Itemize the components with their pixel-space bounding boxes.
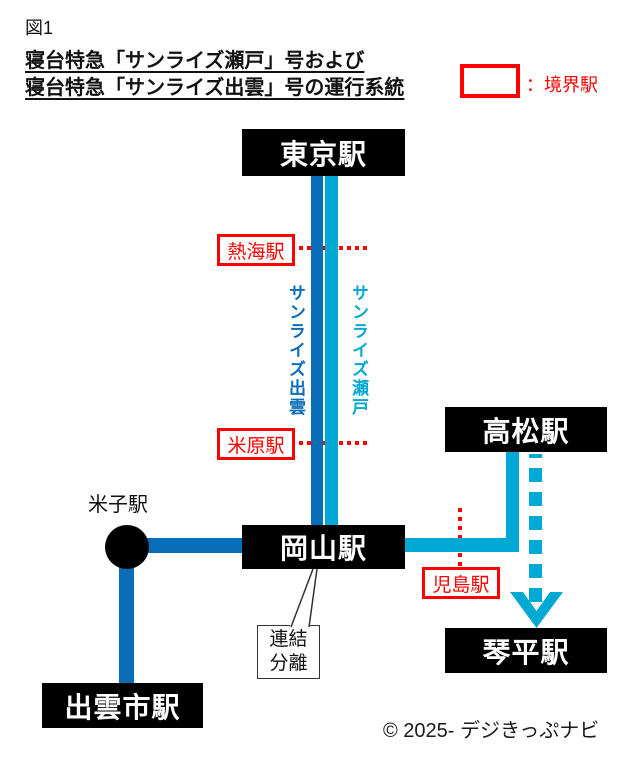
diagram-title: 寝台特急「サンライズ瀬戸」号および 寝台特急「サンライズ出雲」号の運行系統 [25, 48, 404, 102]
copyright-text: © 2025- デジきっぷナビ [383, 720, 600, 742]
seto-route-line-takamatsu-vertical [506, 452, 519, 552]
izumoshi-station-box: 出雲市駅 [42, 683, 203, 728]
legend-boundary-station-swatch [460, 64, 520, 98]
izumo-route-line-tokyo-okayama [311, 176, 323, 525]
seto-route-line-okayama-horizontal [405, 538, 519, 552]
izumo-route-line-okayama-yonago [127, 538, 242, 553]
route-label-sunrise-seto: サンライズ瀬戸 [349, 284, 368, 417]
diagram-title-line2: 寝台特急「サンライズ出雲」号の運行系統 [25, 77, 405, 99]
takamatsu-station-box: 高松駅 [445, 407, 607, 452]
okayama-station-box: 岡山駅 [242, 525, 405, 569]
seto-route-line-tokyo-okayama [325, 176, 338, 525]
kotohira-station-box: 琴平駅 [445, 628, 607, 673]
diagram-title-line1: 寝台特急「サンライズ瀬戸」号および [25, 50, 365, 72]
atami-boundary-station-box: 熱海駅 [217, 234, 295, 266]
figure-label: 図1 [25, 18, 54, 38]
route-label-sunrise-izumo: サンライズ出雲 [286, 284, 305, 417]
callout-pointer [289, 568, 318, 628]
coupling-separation-callout: 連結 分離 [257, 625, 320, 679]
yonago-station-dot [105, 525, 149, 569]
maibara-boundary-station-box: 米原駅 [217, 428, 295, 460]
kojima-boundary-dotted-line [458, 508, 462, 566]
tokyo-station-box: 東京駅 [242, 129, 405, 176]
yonago-station-label: 米子駅 [88, 494, 148, 516]
callout-line2: 分離 [269, 653, 308, 674]
kojima-boundary-station-box: 児島駅 [422, 567, 500, 599]
izumo-route-line-yonago-izumoshi [119, 547, 134, 683]
legend-boundary-station-label: ：境界駅 [526, 75, 598, 95]
down-arrowhead-icon [510, 592, 563, 628]
seto-dashed-line-takamatsu-kotohira [529, 454, 542, 602]
callout-line1: 連結 [269, 629, 308, 650]
